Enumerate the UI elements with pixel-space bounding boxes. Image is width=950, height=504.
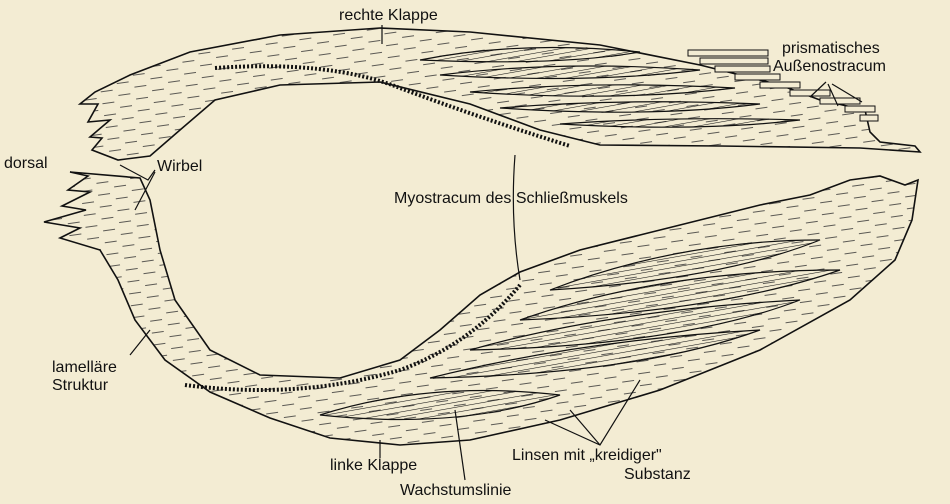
label-lamellaere: lamelläre (52, 359, 117, 376)
label-myostracum: Myostracum des Schließmuskels (394, 190, 628, 207)
label-prismatisches: prismatisches (782, 40, 880, 57)
label-wachstumslinie: Wachstumslinie (400, 482, 511, 499)
label-linsen: Linsen mit „kreidiger" (512, 447, 662, 464)
label-linke-klappe: linke Klappe (330, 457, 417, 474)
label-wirbel: Wirbel (157, 158, 202, 175)
label-struktur: Struktur (52, 377, 108, 394)
label-dorsal: dorsal (4, 155, 48, 172)
label-substanz: Substanz (624, 466, 691, 483)
label-aussenostracum: Außenostracum (773, 58, 886, 75)
label-rechte-klappe: rechte Klappe (339, 7, 438, 24)
